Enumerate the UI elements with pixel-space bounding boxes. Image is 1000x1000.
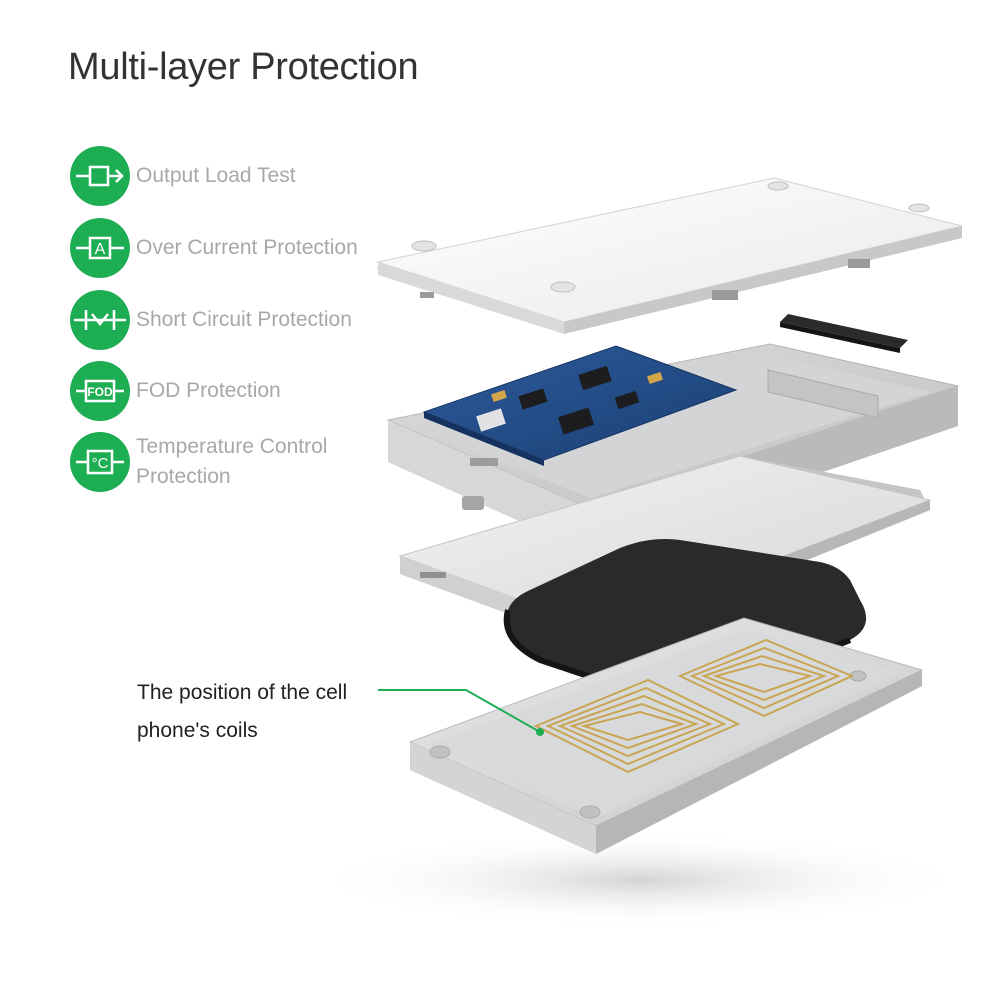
ground-shadow xyxy=(310,832,970,928)
temperature-glyph: °C xyxy=(92,455,109,472)
feature-label: FOD Protection xyxy=(136,379,281,402)
feature-short-circuit: Short Circuit Protection xyxy=(70,290,352,350)
circuit-board xyxy=(422,345,738,466)
charging-coils xyxy=(533,638,855,774)
coil-callout-line1: The position of the cell xyxy=(137,681,348,704)
feature-label: Temperature Control Protection xyxy=(136,435,328,488)
output-load-test-icon xyxy=(70,146,130,206)
feature-list: Output Load Test A Over Current Protecti… xyxy=(0,0,420,520)
temperature-icon: °C xyxy=(70,432,130,492)
coil-callout-line2: phone's coils xyxy=(137,719,258,742)
feature-label: Output Load Test xyxy=(136,164,296,187)
coil-callout: The position of the cell phone's coils xyxy=(137,674,347,750)
fod-icon: FOD xyxy=(70,361,130,421)
feature-temperature: °C Temperature Control Protection xyxy=(70,432,327,492)
base-tray xyxy=(408,617,924,854)
feature-output-load-test: Output Load Test xyxy=(70,146,296,206)
coil-callout-line xyxy=(378,689,544,736)
fod-glyph: FOD xyxy=(87,385,113,399)
feature-label: Over Current Protection xyxy=(136,236,358,259)
over-current-icon: A xyxy=(70,218,130,278)
feature-label: Short Circuit Protection xyxy=(136,308,352,331)
connector-strip xyxy=(780,314,908,353)
feature-over-current: A Over Current Protection xyxy=(70,218,358,278)
over-current-glyph: A xyxy=(95,241,106,258)
feature-fod: FOD FOD Protection xyxy=(70,361,281,421)
page-title: Multi-layer Protection xyxy=(68,46,419,88)
short-circuit-icon xyxy=(70,290,130,350)
top-lid xyxy=(376,177,963,334)
